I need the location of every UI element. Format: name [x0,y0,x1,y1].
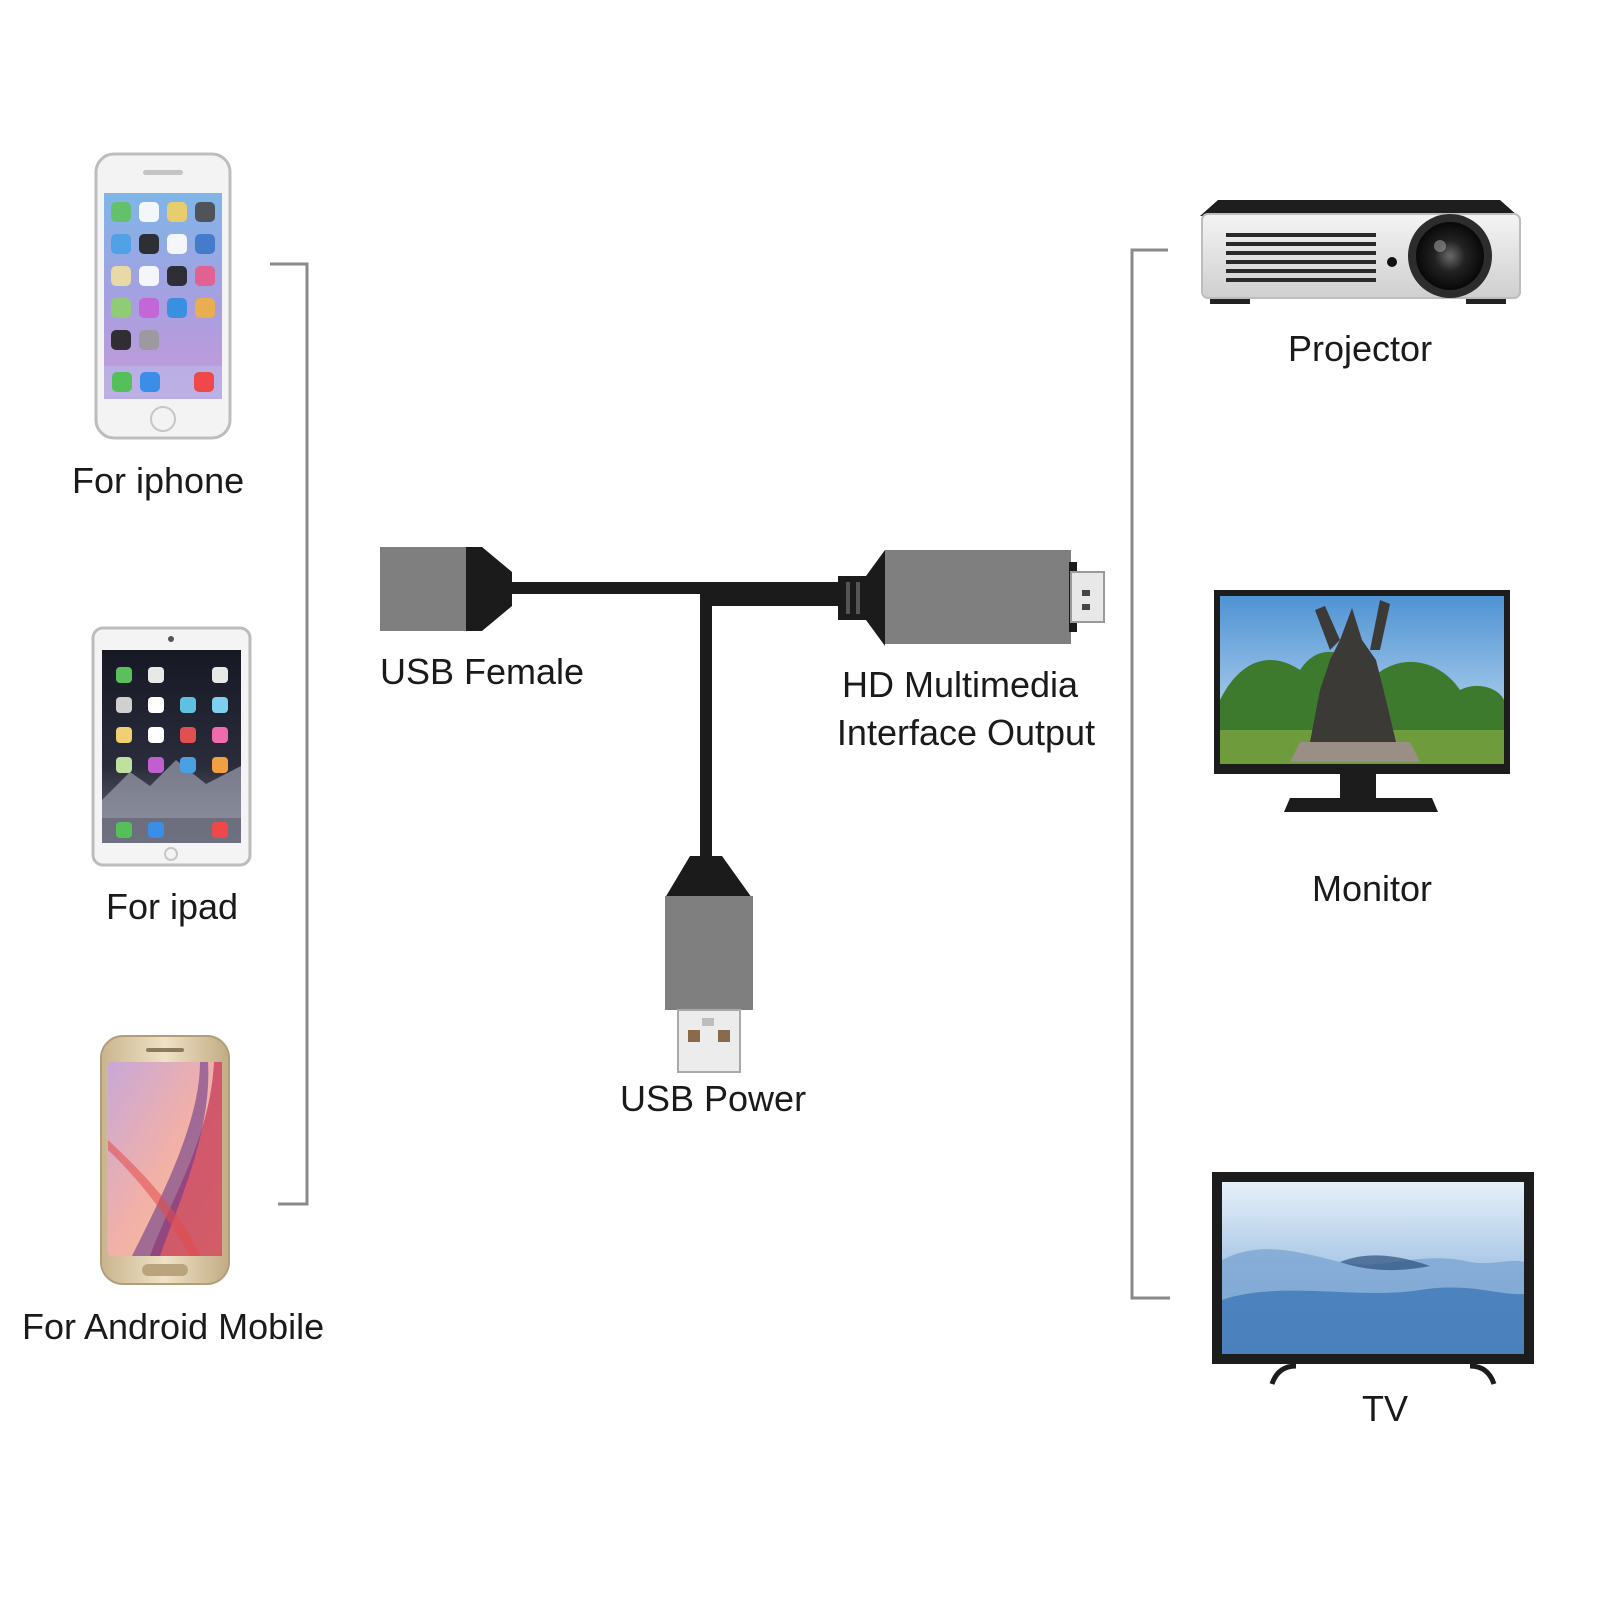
hdmi-output-label-line2: Interface Output [836,712,1096,753]
right-bracket [1130,248,1170,1300]
left-bracket [270,262,309,1206]
projector-icon [1200,200,1521,304]
iphone-icon [94,152,232,440]
hdmi-output-label-line1: HD Multimedia [841,664,1079,705]
ipad-label: For ipad [106,886,239,927]
projector-label: Projector [1288,328,1433,369]
tv-icon [1212,1172,1534,1385]
tv-label: TV [1362,1388,1409,1429]
monitor-label: Monitor [1312,868,1433,909]
cable-wires [510,582,840,860]
hdmi-output-connector [838,550,1105,646]
android-label: For Android Mobile [22,1306,325,1347]
usb-power-connector [665,856,753,1073]
ipad-icon [91,626,252,867]
usb-female-connector [380,547,512,631]
iphone-label: For iphone [72,460,245,501]
usb-power-label: USB Power [620,1078,807,1119]
usb-female-label: USB Female [380,651,585,692]
android-phone-icon [100,1035,230,1285]
monitor-icon [1214,590,1510,812]
